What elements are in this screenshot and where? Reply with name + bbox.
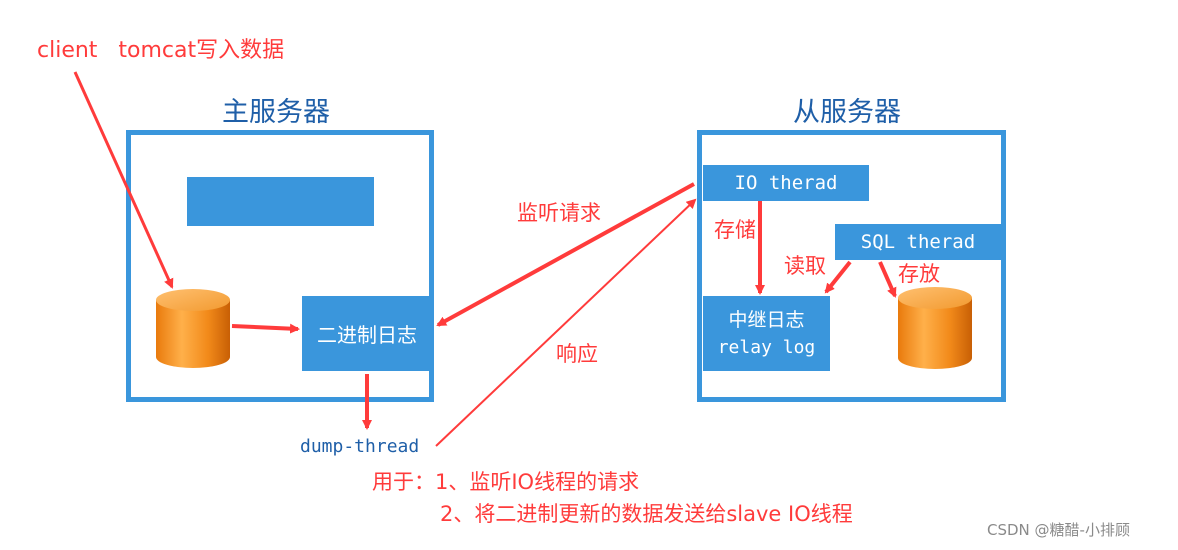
io-thread-block: IO therad bbox=[703, 165, 869, 201]
db-to-binlog-arrow bbox=[231, 323, 300, 334]
response-label: 响应 bbox=[556, 342, 598, 366]
binlog-label: 二进制日志 bbox=[317, 323, 417, 347]
listen-request-arrow bbox=[436, 182, 695, 327]
top-note: client tomcat写入数据 bbox=[37, 38, 285, 63]
read-label: 读取 bbox=[784, 254, 826, 278]
relay-log-block: 中继日志 relay log bbox=[703, 296, 830, 371]
relay-log-subtitle: relay log bbox=[717, 336, 816, 358]
note-line-1: 用于：1、监听IO线程的请求 bbox=[372, 470, 640, 494]
dump-thread-label: dump-thread bbox=[300, 436, 420, 457]
save-label: 存放 bbox=[898, 262, 940, 286]
relay-log-title: 中继日志 bbox=[728, 308, 805, 331]
master-blank-block bbox=[187, 177, 374, 226]
listen-request-label: 监听请求 bbox=[517, 201, 601, 225]
master-database-icon bbox=[156, 289, 230, 368]
slave-database-icon bbox=[898, 287, 972, 369]
sql-thread-label: SQL therad bbox=[860, 231, 976, 253]
slave-server-title: 从服务器 bbox=[793, 97, 901, 128]
master-server-title: 主服务器 bbox=[222, 97, 330, 128]
note-line-2: 2、将二进制更新的数据发送给slave IO线程 bbox=[440, 502, 853, 526]
watermark: CSDN @糖醋-小排顾 bbox=[987, 521, 1130, 539]
sql-thread-block: SQL therad bbox=[835, 224, 1001, 260]
response-arrow bbox=[435, 198, 697, 447]
save-arrow bbox=[878, 261, 897, 298]
binlog-block: 二进制日志 bbox=[302, 296, 432, 371]
store-label: 存储 bbox=[714, 218, 756, 242]
client-write-arrow bbox=[73, 71, 174, 289]
read-arrow bbox=[824, 260, 852, 294]
io-thread-label: IO therad bbox=[734, 172, 838, 194]
